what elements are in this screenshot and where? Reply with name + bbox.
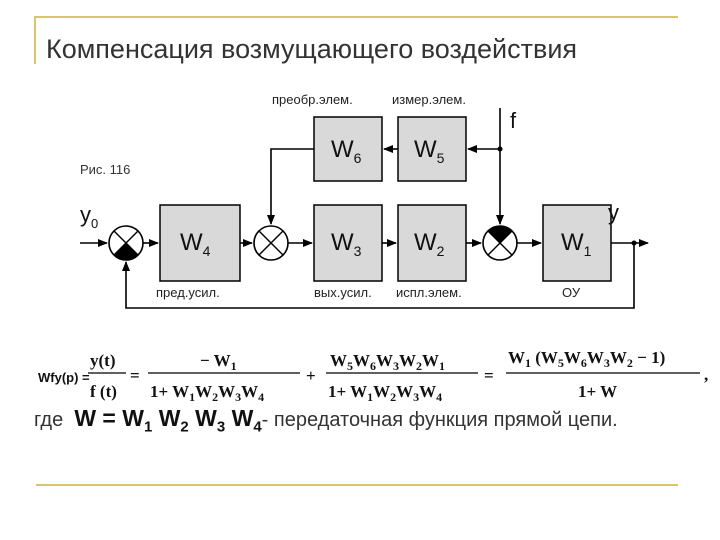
block-w2-name: W2 [414,229,445,259]
figure-label: Рис. 116 [80,162,130,177]
frame-bottom-line [36,484,678,486]
slide-title: Компенсация возмущающего воздействия [46,34,578,64]
formula-eq1: = [130,366,140,385]
label-meter: измер.элем. [392,92,466,107]
label-out-amp: вых.усил. [314,285,372,300]
block-w3-name: W3 [331,229,362,259]
block-w4 [159,204,241,282]
block-diagram: Рис. 116 преобр.элем. измер.элем. пред.у… [80,92,649,309]
summing-junction-input [108,225,144,261]
formula-t1-num: − W1 [200,351,237,373]
signal-f: f [510,108,517,133]
summing-junction-middle [253,225,289,261]
arrow-w6-to-junction [267,148,314,225]
formula-t3-den: 1+ W [578,382,617,401]
frame-top-line [34,16,678,18]
feedback-path [122,243,635,309]
label-converter: преобр.элем. [272,92,353,107]
block-w1-name: W1 [561,229,592,259]
where-line: где W = W1 W2 W3 W4- передаточная функци… [34,405,618,436]
summing-junction-disturbance [482,225,518,261]
formula-t1-den: 1+ W1W2W3W4 [150,382,264,404]
where-suffix: - передаточная функция прямой цепи. [261,409,618,431]
signal-y0: y0 [80,202,98,231]
formula-lhs: Wfy(p) = [38,370,90,385]
signal-y: y [608,200,619,225]
formula-t2-num: W5W6W3W2W1 [330,351,445,373]
block-w5-name: W5 [414,136,445,166]
block-w4-name: W4 [180,229,211,259]
label-actuator: испл.элем. [396,285,462,300]
label-plant: ОУ [562,285,581,300]
formula-ratio-num: y(t) [90,351,115,370]
block-w6 [313,116,383,182]
label-pre-amp: пред.усил. [156,285,220,300]
formula-eq2: = [484,366,494,385]
formula-plus: + [306,366,316,385]
feedback-node [631,240,637,246]
formula-comma: , [704,365,708,384]
formula-t3-num: W1 (W5W6W3W2 − 1) [508,348,665,370]
formula-t2-den: 1+ W1W2W3W4 [328,382,442,404]
formula-ratio-den: f (t) [90,382,117,401]
block-w6-name: W6 [331,136,362,166]
where-w: W = W1 W2 W3 W4 [74,405,262,436]
frame-left-line [34,16,36,64]
where-prefix: где [34,409,64,431]
